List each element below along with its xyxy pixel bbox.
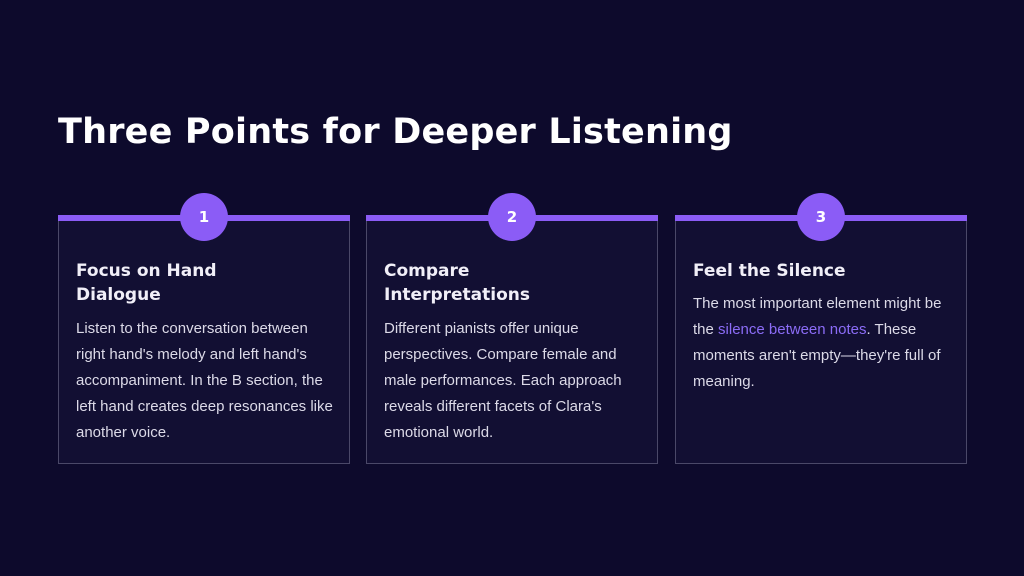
point-card-3: 3 Feel the Silence The most important el…	[675, 193, 967, 464]
number-badge: 2	[488, 193, 536, 241]
highlighted-phrase: silence between notes	[718, 321, 867, 338]
card-title: Feel the Silence	[693, 261, 846, 281]
card-body: Different pianists offer unique perspect…	[384, 320, 622, 441]
card-title: Compare Interpretations	[384, 261, 531, 305]
card-body: The most important element might be the …	[693, 291, 955, 395]
number-badge: 3	[797, 193, 845, 241]
card-body-text: . These moments aren't empty—they're ful…	[693, 321, 941, 390]
card-body: Listen to the conversation between right…	[76, 320, 333, 441]
point-card-2: 2 Compare Interpretations Different pian…	[366, 193, 658, 464]
point-card-1: 1 Focus on Hand Dialogue Listen to the c…	[58, 193, 350, 464]
slide-title: Three Points for Deeper Listening	[58, 112, 733, 152]
card-title: Focus on Hand Dialogue	[76, 261, 217, 305]
number-badge: 1	[180, 193, 228, 241]
card-body-text: The most important element might be the	[693, 295, 942, 338]
